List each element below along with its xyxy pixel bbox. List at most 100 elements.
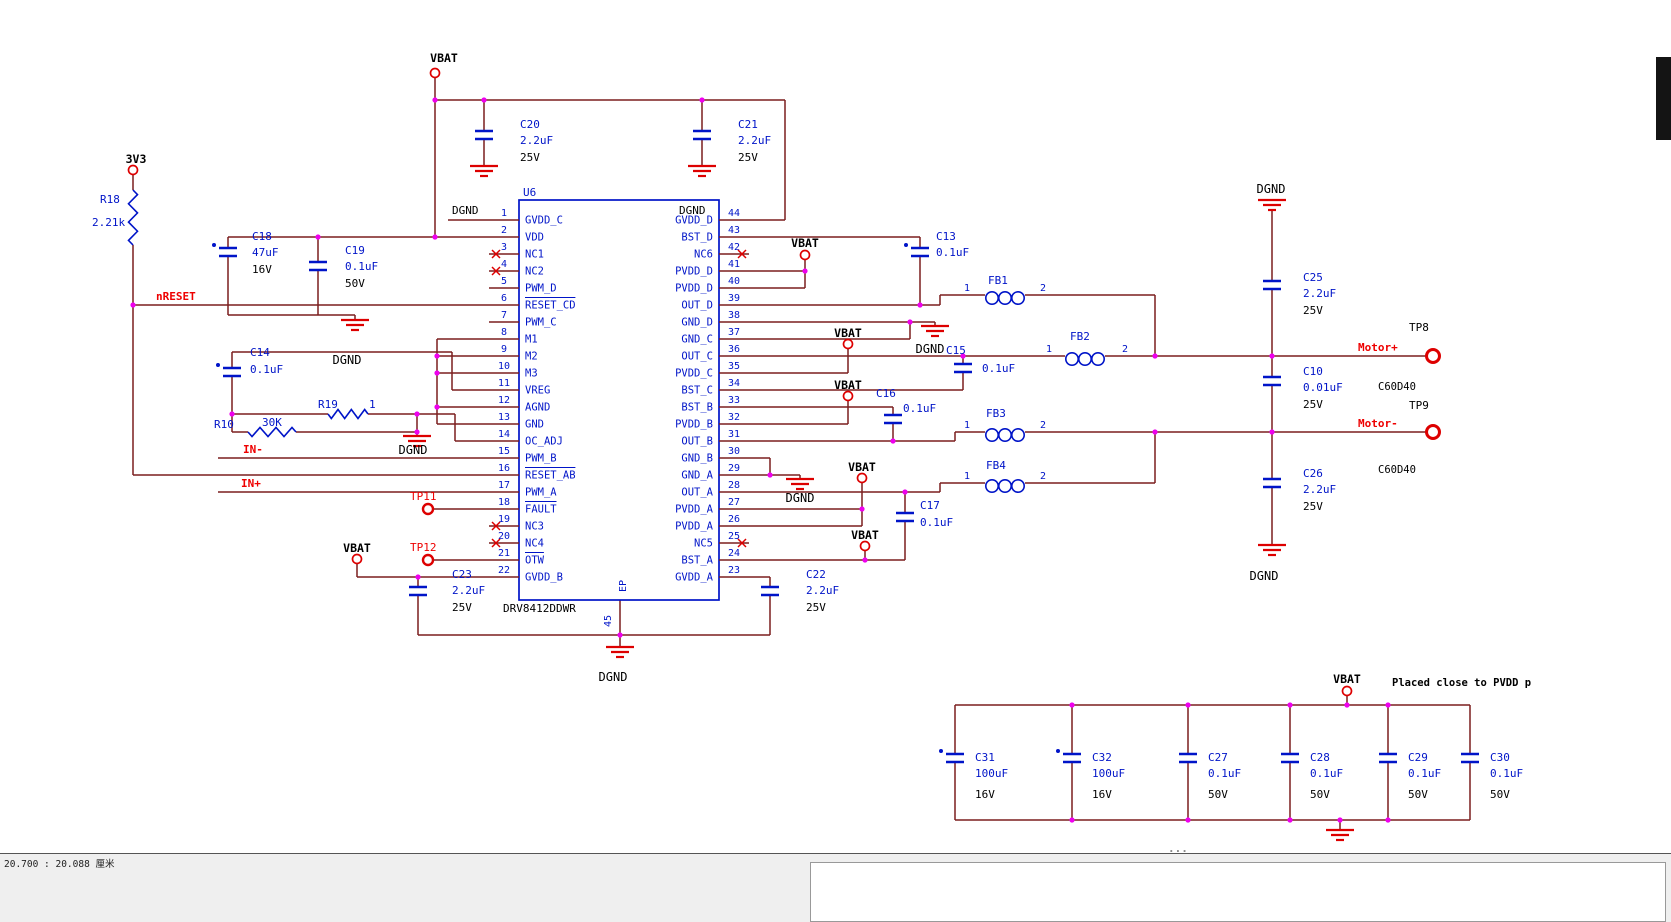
label-fb4: FB4 [986, 459, 1006, 472]
pin-name-reset_ab: RESET_AB [525, 470, 576, 482]
label-1: 1 [964, 283, 970, 294]
power-port-3v3[interactable] [127, 164, 139, 176]
no-connect-x-icon [491, 538, 501, 548]
pin-name-pwm_a: PWM_A [525, 487, 557, 499]
power-port-vbat[interactable] [351, 553, 363, 565]
power-label-vbat: VBAT [834, 378, 862, 392]
label-c60d40: C60D40 [1378, 381, 1416, 393]
pin-name-gnd: GND [525, 419, 544, 431]
junction-dot [960, 353, 966, 359]
pin-number-25: 25 [728, 531, 740, 542]
ic-part-number: DRV8412DDWR [503, 602, 576, 615]
ferrite-bead-fb1[interactable] [997, 290, 1012, 305]
label-r18: R18 [100, 193, 120, 206]
resistor-r10[interactable] [247, 426, 297, 438]
no-connect-x-icon [491, 249, 501, 259]
testpoint-tp11[interactable] [421, 502, 435, 516]
power-port-vbat[interactable] [429, 67, 441, 79]
label-0.1uf: 0.1uF [1408, 767, 1441, 780]
pin-number-19: 19 [498, 514, 510, 525]
status-coordinates: 20.700 : 20.088 厘米 [4, 859, 115, 870]
label-dgnd: DGND [916, 342, 945, 356]
pin-name-out_c-36: OUT_C [681, 351, 713, 363]
label-dgnd: DGND [786, 491, 815, 505]
power-port-vbat[interactable] [842, 390, 854, 402]
polarity-dot-c18 [212, 243, 216, 247]
resistor-r19[interactable] [327, 408, 369, 420]
ferrite-bead-fb4[interactable] [984, 478, 999, 493]
ferrite-bead-fb4[interactable] [997, 478, 1012, 493]
label-0.1uf: 0.1uF [982, 362, 1015, 375]
junction-dot [1069, 817, 1075, 823]
testpoint-tp9[interactable] [1425, 424, 1441, 440]
ferrite-bead-fb2[interactable] [1065, 351, 1080, 366]
pin-number-23: 23 [728, 565, 740, 576]
power-port-vbat[interactable] [1341, 685, 1353, 697]
ferrite-bead-fb1[interactable] [984, 290, 999, 305]
pin-number-44: 44 [728, 208, 740, 219]
pin-name-m2: M2 [525, 351, 538, 363]
junction-dot [415, 574, 421, 580]
bottom-panel[interactable] [810, 862, 1666, 922]
pin-number-33: 33 [728, 395, 740, 406]
pin-number-40: 40 [728, 276, 740, 287]
label-0.1uf: 0.1uF [1310, 767, 1343, 780]
panel-handle-dots: ... [1168, 842, 1188, 853]
pin-number-16: 16 [498, 463, 510, 474]
power-port-vbat[interactable] [842, 338, 854, 350]
pin-number-21: 21 [498, 548, 510, 559]
junction-dot [802, 268, 808, 274]
label-25v: 25V [806, 601, 826, 614]
junction-dot [917, 302, 923, 308]
label-dgnd: DGND [333, 353, 362, 367]
vertical-scrollbar[interactable] [1656, 0, 1671, 853]
pin-number-20: 20 [498, 531, 510, 542]
label-100uf: 100uF [1092, 767, 1125, 780]
junction-dot [434, 404, 440, 410]
ferrite-bead-fb1[interactable] [1010, 290, 1025, 305]
ferrite-bead-fb2[interactable] [1091, 351, 1106, 366]
power-port-vbat[interactable] [799, 249, 811, 261]
pin-name-agnd: AGND [525, 402, 550, 414]
label-fb3: FB3 [986, 407, 1006, 420]
junction-dot [1269, 353, 1275, 359]
pin-name-nc6-42: NC6 [694, 249, 713, 261]
pin-name-pwm_c: PWM_C [525, 317, 557, 329]
ferrite-bead-fb2[interactable] [1078, 351, 1093, 366]
pin-name-out_b-31: OUT_B [681, 436, 713, 448]
junction-dot [859, 506, 865, 512]
ferrite-bead-fb3[interactable] [997, 427, 1012, 442]
pin-number-39: 39 [728, 293, 740, 304]
pin-name-gnd_c-37: GND_C [681, 334, 713, 346]
ferrite-bead-fb4[interactable] [1010, 478, 1025, 493]
net-label-dgnd-pin44: DGND [679, 204, 706, 217]
ic-u6-body[interactable] [518, 199, 720, 601]
junction-dot [414, 429, 420, 435]
power-port-vbat[interactable] [859, 540, 871, 552]
label-2.2uf: 2.2uF [452, 584, 485, 597]
resistor-r18[interactable] [127, 189, 139, 246]
pin-name-m1: M1 [525, 334, 538, 346]
junction-dot [130, 302, 136, 308]
testpoint-tp8[interactable] [1425, 348, 1441, 364]
ferrite-bead-fb3[interactable] [1010, 427, 1025, 442]
power-port-vbat[interactable] [856, 472, 868, 484]
net-label-in-minus: IN- [243, 443, 263, 456]
ferrite-bead-fb3[interactable] [984, 427, 999, 442]
pin-name-gnd_d-38: GND_D [681, 317, 713, 329]
junction-dot [862, 557, 868, 563]
schematic-canvas[interactable]: U6DRV8412DDWREP451GVDD_C2VDD3NC14NC25PWM… [0, 0, 1671, 853]
pin-name-pvdd_a-27: PVDD_A [675, 504, 714, 516]
label-50v: 50V [1310, 788, 1330, 801]
label-50v: 50V [1408, 788, 1428, 801]
label-1: 1 [1046, 344, 1052, 355]
label-16v: 16V [252, 263, 272, 276]
scrollbar-thumb[interactable] [1656, 57, 1671, 140]
label-2: 2 [1040, 420, 1046, 431]
label-30k: 30K [262, 416, 282, 429]
label-0.1uf: 0.1uF [903, 402, 936, 415]
label-2.2uf: 2.2uF [806, 584, 839, 597]
label-c26: C26 [1303, 467, 1323, 480]
testpoint-tp12[interactable] [421, 553, 435, 567]
pin-number-29: 29 [728, 463, 740, 474]
